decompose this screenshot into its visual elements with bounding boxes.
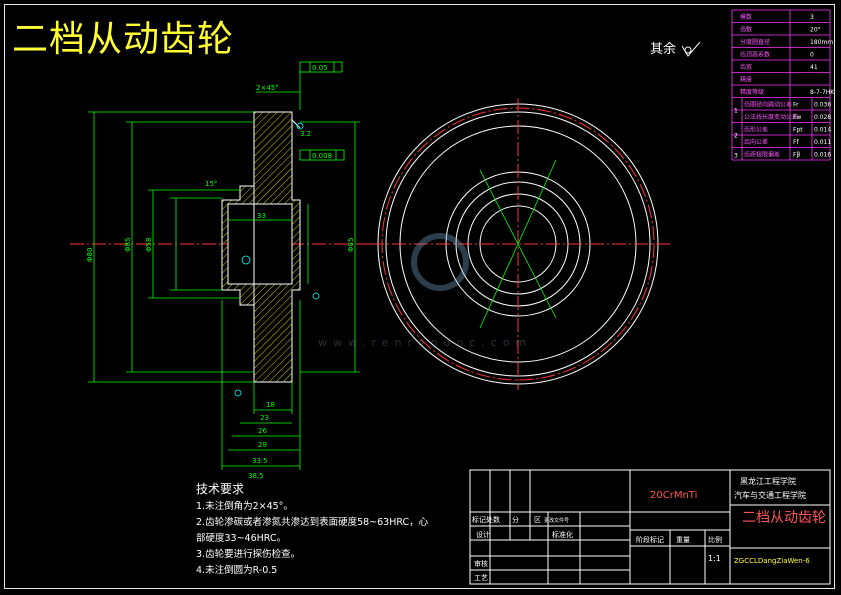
school-line2: 汽车与交通工程学院 <box>734 490 806 500</box>
param-value: 0.028 <box>814 114 831 121</box>
param-label: 齿圈径向跳动公差 <box>744 101 792 109</box>
dim-38-5: 38.5 <box>248 472 264 480</box>
param-value: 0 <box>810 52 814 59</box>
param-symbol: Fβ <box>793 152 800 159</box>
tech-item: 部硬度33~46HRC。 <box>196 533 287 544</box>
param-value: 20° <box>810 27 821 34</box>
param-label: 公法线长度变动公差 <box>744 113 798 121</box>
label-review: 审核 <box>474 559 488 568</box>
param-value: 8-7-7HK <box>810 89 835 96</box>
label-std: 标准化 <box>552 530 573 539</box>
param-label: 齿顶高系数 <box>740 51 770 59</box>
watermark-text: www.renrendoc.com <box>318 336 532 349</box>
param-label: 齿向公差 <box>744 138 768 146</box>
dim-26: 26 <box>258 427 267 435</box>
tech-item: 3.齿轮要进行探伤检查。 <box>196 549 301 560</box>
dim-33-5: 33.5 <box>252 457 268 465</box>
tech-item: 1.未注倒角为2×45°。 <box>196 501 293 512</box>
drawing-frame <box>4 4 835 589</box>
surface-finish-note: 其余 <box>650 38 702 58</box>
param-label: 齿距极限偏差 <box>744 151 780 159</box>
param-label: 分度圆直径 <box>740 38 770 46</box>
param-value: 0.036 <box>814 102 831 109</box>
label-section: 分 <box>512 515 519 524</box>
param-group-number: 1 <box>734 108 738 115</box>
tech-item: 2.齿轮渗碳或者渗氮共渗达到表面硬度58~63HRC，心 <box>196 517 429 528</box>
watermark: www.renrendoc.com <box>318 233 532 349</box>
param-symbol: Fr <box>793 102 799 109</box>
param-label: 精度等级 <box>740 88 764 96</box>
label-zone: 区 <box>534 516 541 524</box>
width-33-dim: 33 <box>257 212 266 220</box>
param-value: 0.011 <box>814 139 831 146</box>
tolerance-box-1 <box>299 61 343 73</box>
surface-finish-icon <box>681 41 701 57</box>
param-label: 齿宽 <box>740 63 752 71</box>
param-symbol: Ff <box>793 139 799 146</box>
label-ratio: 比例 <box>708 535 722 544</box>
school-line1: 黑龙江工程学院 <box>740 476 796 486</box>
dia-mid2-dim: Φ58 <box>145 238 153 252</box>
angle-dim: 15° <box>205 180 217 188</box>
tech-item: 4.未注倒圆为R-0.5 <box>196 565 278 576</box>
datum-symbol <box>241 255 251 265</box>
label-markcount: 标记处数 <box>472 515 500 524</box>
dia-left-dim: Φ80 <box>86 248 94 262</box>
label-weight: 重量 <box>676 536 690 544</box>
tolerance-value-2: 0.008 <box>312 152 332 160</box>
tolerance-box-2 <box>299 149 345 161</box>
param-value: 0.014 <box>814 127 831 134</box>
radius-dim: 3.2 <box>300 130 311 138</box>
material: 20CrMnTi <box>650 490 697 501</box>
dim-29: 29 <box>258 441 267 449</box>
param-label: 齿数 <box>740 26 752 34</box>
bore-section <box>227 203 293 285</box>
label-docno: 更改文件号 <box>544 517 569 524</box>
param-group-number: 2 <box>734 133 738 140</box>
label-process: 工艺 <box>474 574 488 582</box>
tolerance-value-1: 0.05 <box>312 64 328 72</box>
dia-mid1-dim: Φ85 <box>124 238 132 252</box>
horizontal-dims <box>221 91 301 470</box>
param-label: 齿形公差 <box>744 126 768 134</box>
param-value: 3 <box>810 14 814 21</box>
tech-heading: 技术要求 <box>196 482 245 496</box>
param-value: 41 <box>810 64 818 71</box>
vertical-dims <box>88 111 360 383</box>
dia-right-dim: Φ85 <box>347 238 355 252</box>
label-design: 设计 <box>476 530 490 539</box>
drawing-title: 二档从动齿轮 <box>12 19 235 60</box>
dim-23: 23 <box>260 414 269 422</box>
param-label: 模数 <box>740 13 752 21</box>
dim-18: 18 <box>266 401 275 409</box>
tech-requirements: 技术要求 1.未注倒角为2×45°。 2.齿轮渗碳或者渗氮共渗达到表面硬度58~… <box>196 481 428 579</box>
label-stage: 阶段标记 <box>636 535 664 544</box>
param-label: 精度 <box>740 76 752 84</box>
param-group-number: 3 <box>734 153 738 160</box>
param-symbol: Fpt <box>793 127 803 134</box>
param-value: 180mm <box>810 39 833 46</box>
scale-value: 1:1 <box>708 554 721 563</box>
drawing-no: ZGCCLDangZiaWen-6 <box>734 557 810 565</box>
param-symbol: Fw <box>793 114 801 121</box>
surface-finish-label: 其余 <box>650 42 677 57</box>
part-name: 二档从动齿轮 <box>742 510 826 526</box>
param-value: 0.016 <box>814 152 831 159</box>
chamfer-dim: 2×45° <box>256 84 279 92</box>
